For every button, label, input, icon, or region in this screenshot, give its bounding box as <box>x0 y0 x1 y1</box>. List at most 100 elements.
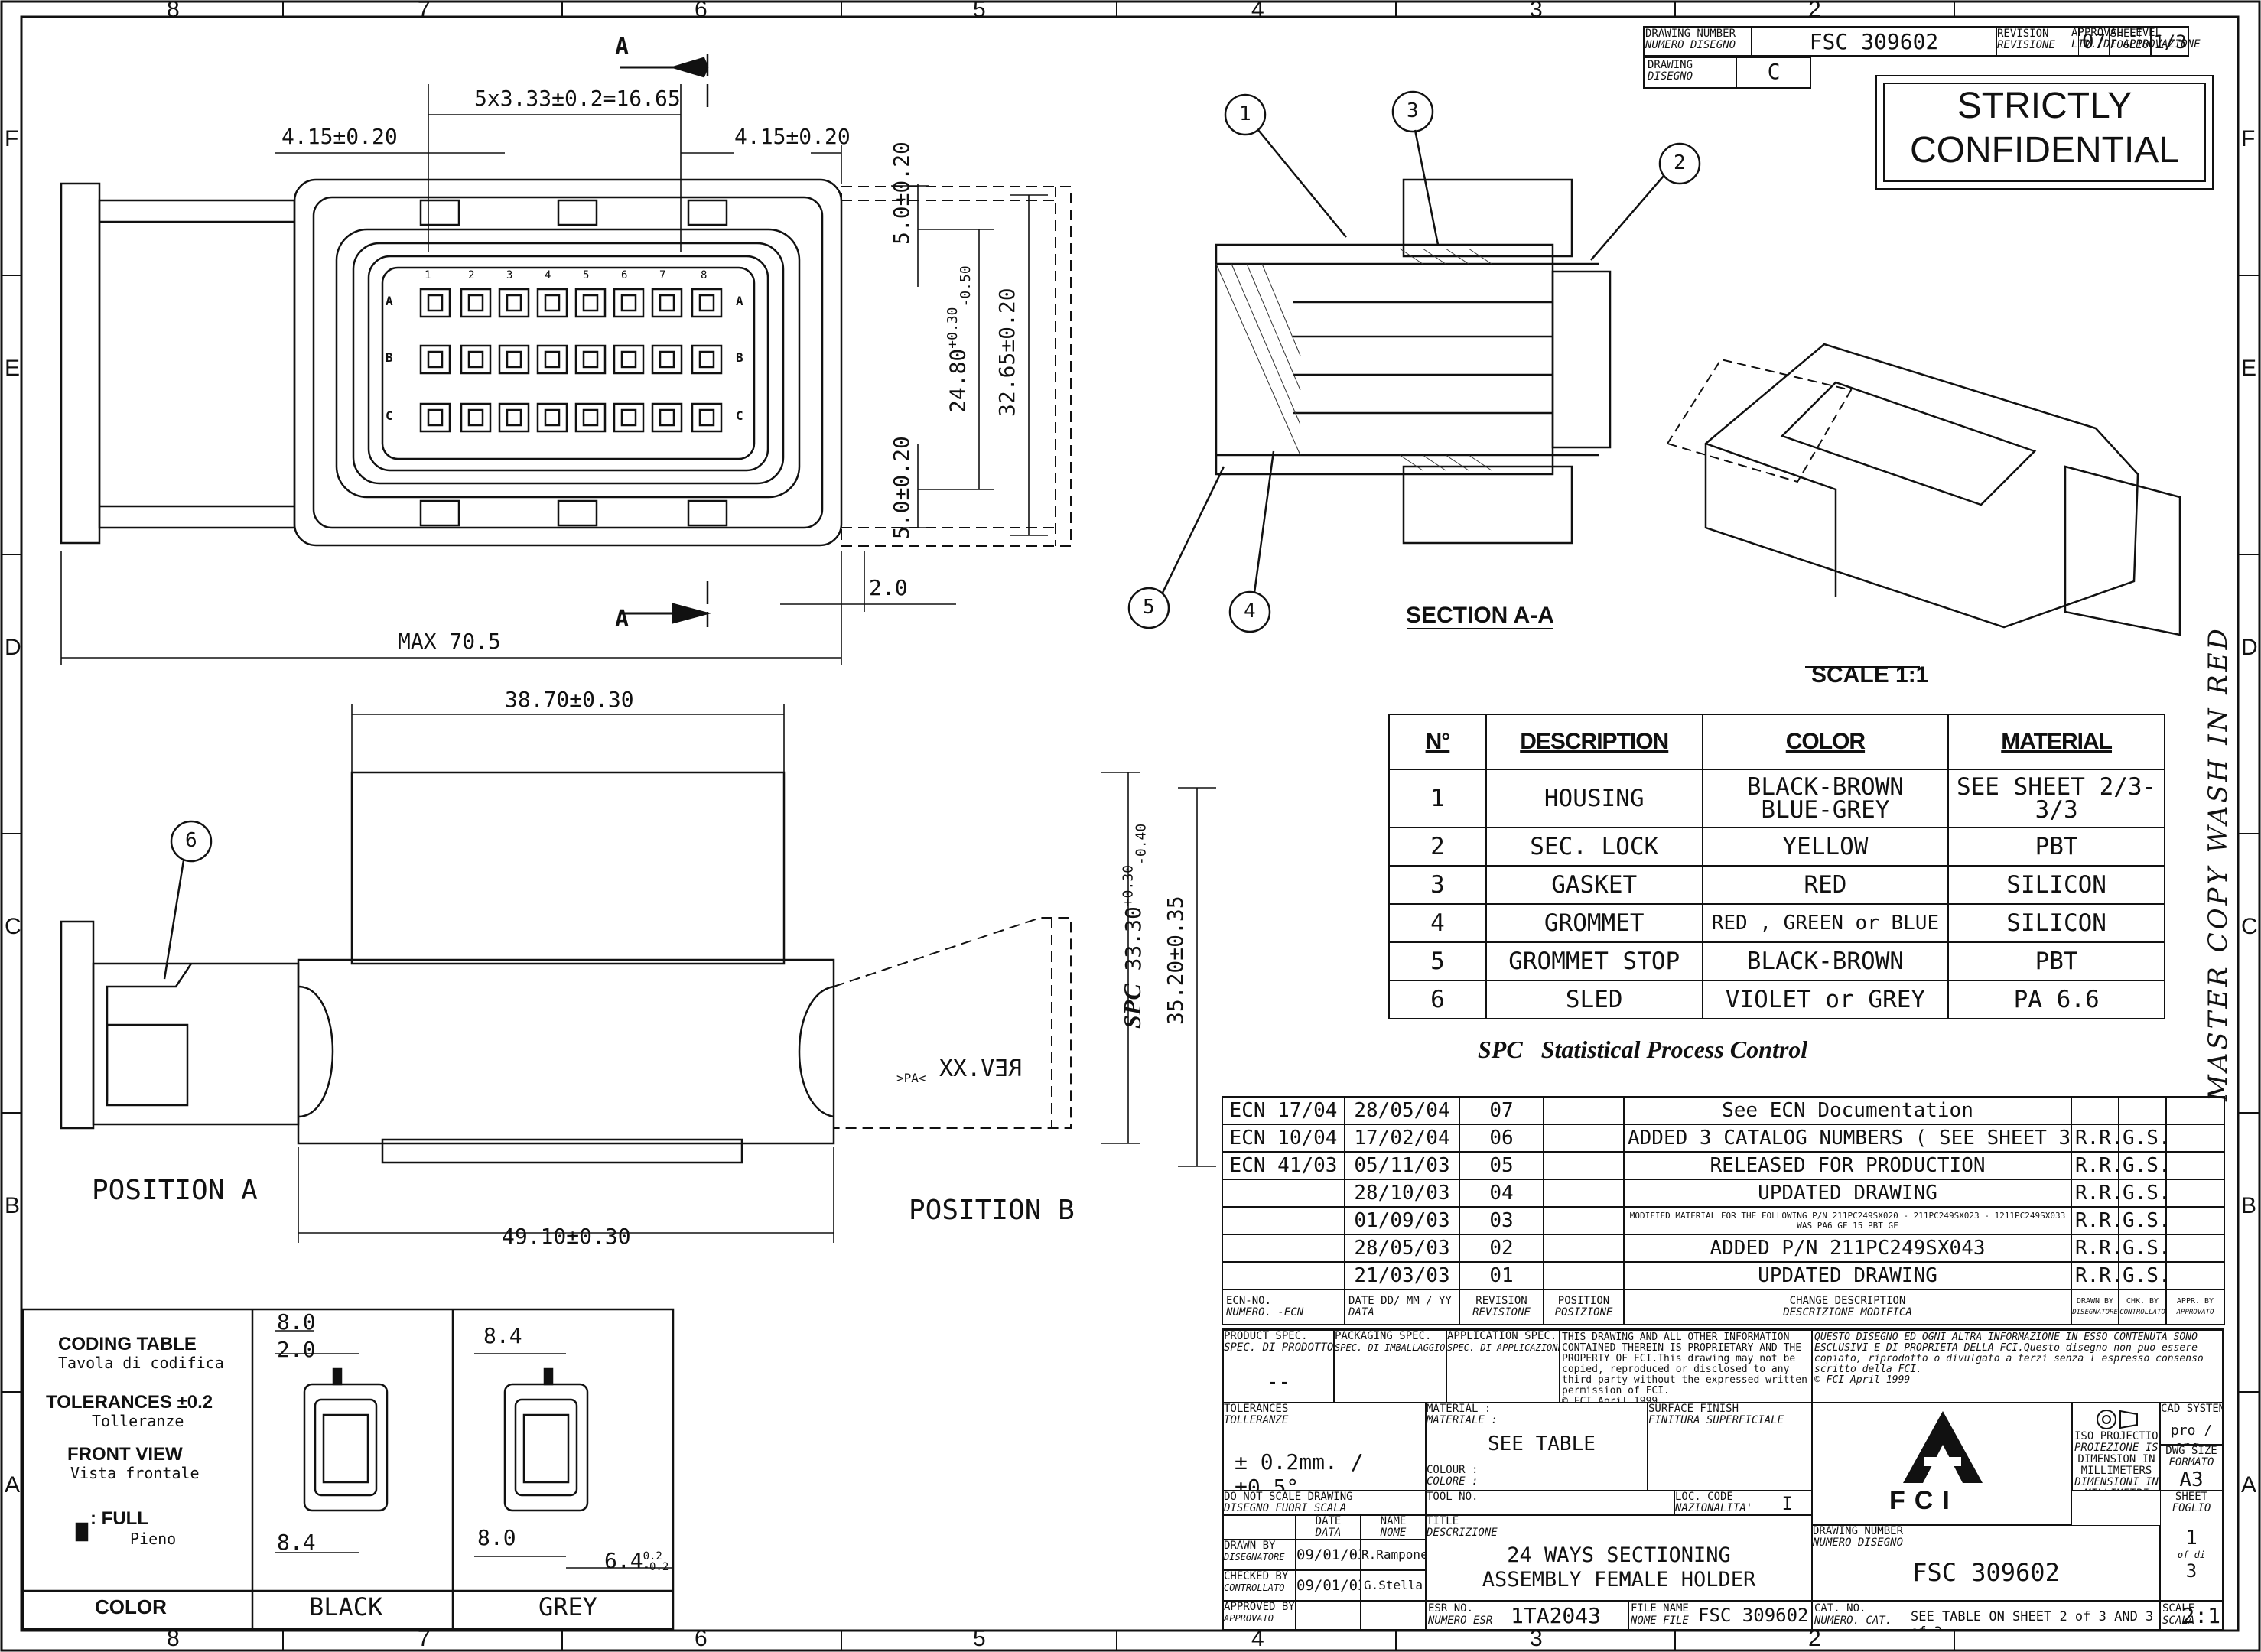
zone-col-4-bottom: 4 <box>1251 1626 1264 1651</box>
revision-cell-pos <box>1543 1151 1625 1180</box>
pin-contact <box>698 408 715 427</box>
dim-side-h2: 35.20±0.35 <box>1163 896 1188 1025</box>
front-view <box>60 54 1072 665</box>
esr-label: ESR NO. <box>1428 1602 1474 1615</box>
pa-mark: >PA< <box>896 1071 926 1085</box>
dwg-size-label-it: FORMATO <box>2168 1456 2214 1468</box>
rev-footer-drawn-it: DISEGNATORE <box>2072 1309 2118 1316</box>
zone-col-5: 5 <box>973 0 986 22</box>
pin-cavity <box>574 344 607 375</box>
title-line2: ASSEMBLY FEMALE HOLDER <box>1482 1568 1756 1592</box>
pin-contact <box>582 408 599 427</box>
zone-row-c-right: C <box>2241 914 2258 939</box>
pin-cavity <box>691 344 723 375</box>
application-spec-label: APPLICATION SPEC. <box>1447 1330 1557 1342</box>
revision-cell-rev: 07 <box>1459 1096 1544 1125</box>
revision-cell-appr <box>2165 1261 2225 1290</box>
revision-cell-desc: ADDED P/N 211PC249SX043 <box>1623 1234 2072 1263</box>
table-row: 1 HOUSING BLACK-BROWN BLUE-GREY SEE SHEE… <box>1388 769 2165 828</box>
rev-footer-date-it: DATA <box>1348 1306 1374 1319</box>
tolerances-label-it: TOLLERANZE <box>1224 1414 1289 1426</box>
revision-cell-chk <box>2118 1096 2167 1125</box>
cad-system-label: CAD SYSTEM <box>2161 1403 2223 1415</box>
bom-cell: RED , GREEN or BLUE <box>1701 903 1950 943</box>
coding-table-title-it: Tavola di codifica <box>58 1354 224 1372</box>
bom-cell: GROMMET <box>1485 903 1703 943</box>
fci-logo-mark <box>1903 1411 1983 1483</box>
rev-footer-rev-it: REVISIONE <box>1472 1306 1531 1319</box>
pin-cavity <box>419 402 451 433</box>
coding-tolerances-it: Tolleranze <box>92 1412 184 1430</box>
zone-row-a-right: A <box>2241 1472 2257 1498</box>
revision-cell-desc: RELEASED FOR PRODUCTION <box>1623 1151 2072 1180</box>
pin-number-5: 5 <box>583 269 590 281</box>
revision-cell-pos <box>1543 1179 1625 1208</box>
bom-cell: 1 <box>1388 769 1487 828</box>
rev-footer-date: DATE DD/ MM / YY <box>1348 1295 1452 1307</box>
pin-contact <box>544 408 561 427</box>
pin-cavity <box>613 288 645 318</box>
revision-cell-desc: See ECN Documentation <box>1623 1096 2072 1125</box>
revision-cell-chk: G.S. <box>2118 1179 2167 1208</box>
bom-header-description: DESCRIPTION <box>1485 714 1703 770</box>
pin-contact <box>544 294 561 312</box>
zone-col-2: 2 <box>1808 0 1821 22</box>
file-name-label: FILE NAME <box>1631 1602 1689 1615</box>
rev-footer-drawn: DRAWN BY <box>2076 1297 2114 1306</box>
pin-number-6: 6 <box>621 269 628 281</box>
loc-code-value: I <box>1781 1493 1793 1514</box>
confidential-line1: STRICTLY <box>1957 86 2132 126</box>
zone-row-f: F <box>5 126 19 151</box>
revision-cell-ecn <box>1222 1261 1345 1290</box>
row-letter-c-right: C <box>736 408 743 423</box>
section-callout-4: 4 <box>1244 600 1256 623</box>
title-line1: 24 WAYS SECTIONING <box>1507 1543 1731 1567</box>
title-label-it: DESCRIZIONE <box>1427 1527 1498 1539</box>
section-callout-1: 1 <box>1239 102 1251 125</box>
dim-side-h1: SPC 33.30+0.30-0.40 <box>1118 823 1150 1029</box>
material-value: SEE TABLE <box>1488 1432 1596 1455</box>
zone-row-b: B <box>5 1193 21 1218</box>
side-callout-6: 6 <box>185 829 197 852</box>
bom-header-number: N° <box>1388 714 1487 770</box>
pin-contact <box>620 294 637 312</box>
zone-col-6: 6 <box>695 0 708 22</box>
row-letter-a-right: A <box>736 294 743 308</box>
dim-pitch: 5x3.33±0.2=16.65 <box>474 86 681 111</box>
dwg-number-label: DRAWING NUMBER <box>1813 1525 1904 1537</box>
coding-black-dim-1: 8.0 <box>277 1309 316 1335</box>
coding-front-view: FRONT VIEW <box>67 1444 183 1465</box>
handwritten-note: MASTER COPY WASH IN RED <box>2203 626 2233 1101</box>
coding-full-it: Pieno <box>130 1530 177 1548</box>
pin-cavity <box>651 402 683 433</box>
drawing-number-label-it: NUMERO DISEGNO <box>1645 39 1736 51</box>
revision-cell-date: 21/03/03 <box>1344 1261 1460 1290</box>
coding-tolerances: TOLERANCES ±0.2 <box>46 1392 213 1413</box>
bom-cell: SEE SHEET 2/3-3/3 <box>1947 769 2165 828</box>
revision-cell-drawn <box>2071 1096 2119 1125</box>
esr-value: 1TA2043 <box>1511 1603 1602 1628</box>
zone-col-4: 4 <box>1251 0 1264 22</box>
sheet-value: 1/3 <box>2151 28 2189 57</box>
revision-cell-appr <box>2165 1124 2225 1153</box>
zone-col-3: 3 <box>1530 0 1543 22</box>
loc-code-label-it: NAZIONALITA' <box>1675 1502 1753 1514</box>
revision-cell-pos <box>1543 1124 1625 1153</box>
drawing-number: FSC 309602 <box>1752 28 1996 57</box>
revision-cell-chk: G.S. <box>2118 1261 2167 1290</box>
revision-cell-date: 01/09/03 <box>1344 1206 1460 1235</box>
checked-date: 09/01/03 <box>1296 1570 1361 1601</box>
bom-cell: SILICON <box>1947 865 2165 905</box>
pin-cavity <box>613 344 645 375</box>
coding-full: : FULL <box>90 1508 148 1529</box>
date-header-it: DATA <box>1315 1527 1342 1539</box>
dim-side-bottom: 49.10±0.30 <box>502 1224 631 1249</box>
revision-cell-appr <box>2165 1096 2225 1125</box>
colour-label: COLOUR : <box>1427 1464 1479 1476</box>
dim-height-4: 5.0±0.20 <box>889 436 914 539</box>
checked-name: G.Stella <box>1361 1570 1426 1601</box>
